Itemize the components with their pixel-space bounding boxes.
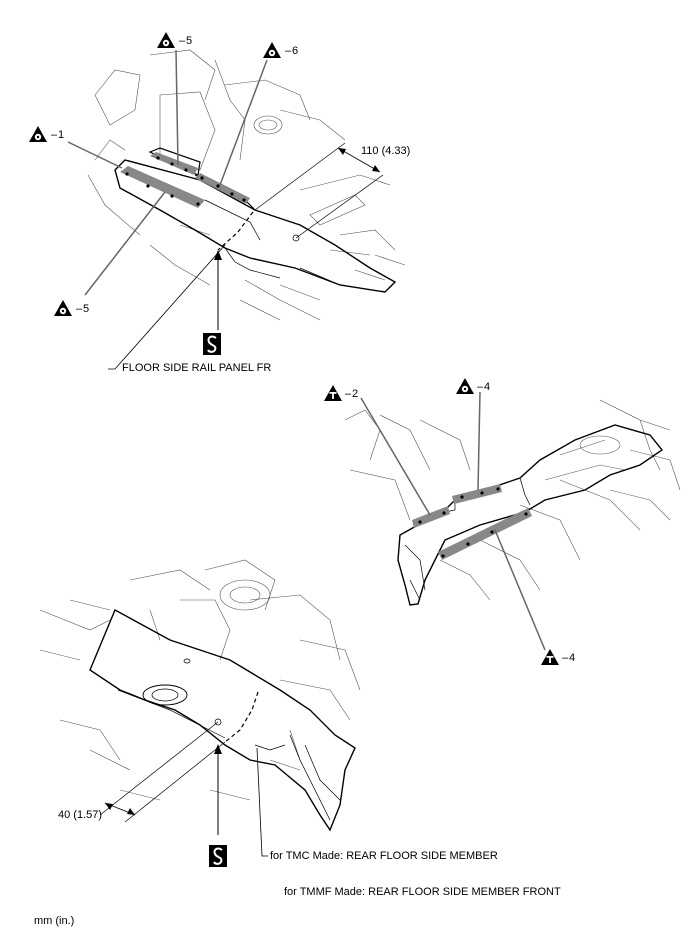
callout-1: 1 (58, 129, 64, 141)
tmc-label: for TMC Made: REAR FLOOR SIDE MEMBER (270, 850, 498, 862)
callout-5: 5 (186, 35, 192, 47)
units-label: mm (in.) (34, 915, 75, 927)
callout-4: 4 (484, 381, 490, 393)
dimension-40: 40 (1.57) (58, 809, 102, 821)
callout-dash: – (179, 35, 186, 47)
floor-side-rail-label: FLOOR SIDE RAIL PANEL FR (122, 362, 272, 374)
callout-dash: – (477, 381, 484, 393)
tmmf-label: for TMMF Made: REAR FLOOR SIDE MEMBER FR… (284, 886, 561, 898)
bottom-diagram (39, 559, 361, 857)
spot-weld-triangle-icon (456, 378, 474, 394)
callout-6: 6 (292, 45, 298, 57)
callout-dash: – (51, 129, 58, 141)
weld-t-triangle-icon (541, 649, 559, 665)
callout-dash: – (285, 45, 292, 57)
callout-dash: – (562, 652, 569, 664)
spot-weld-triangle-icon (29, 126, 47, 142)
sectioning-s-icon (202, 332, 222, 356)
spot-weld-triangle-icon (263, 42, 281, 58)
weld-t-triangle-icon (324, 385, 342, 401)
middle-diagram (344, 391, 681, 651)
spot-weld-triangle-icon (157, 32, 175, 48)
top-diagram (67, 49, 406, 370)
dimension-110: 110 (4.33) (361, 145, 410, 157)
callout-4: 4 (569, 652, 575, 664)
callout-dash: – (76, 303, 83, 315)
sectioning-s-icon (208, 844, 228, 868)
callout-2: 2 (352, 388, 358, 400)
callout-dash: – (345, 388, 352, 400)
callout-5: 5 (83, 303, 89, 315)
spot-weld-triangle-icon (54, 300, 72, 316)
